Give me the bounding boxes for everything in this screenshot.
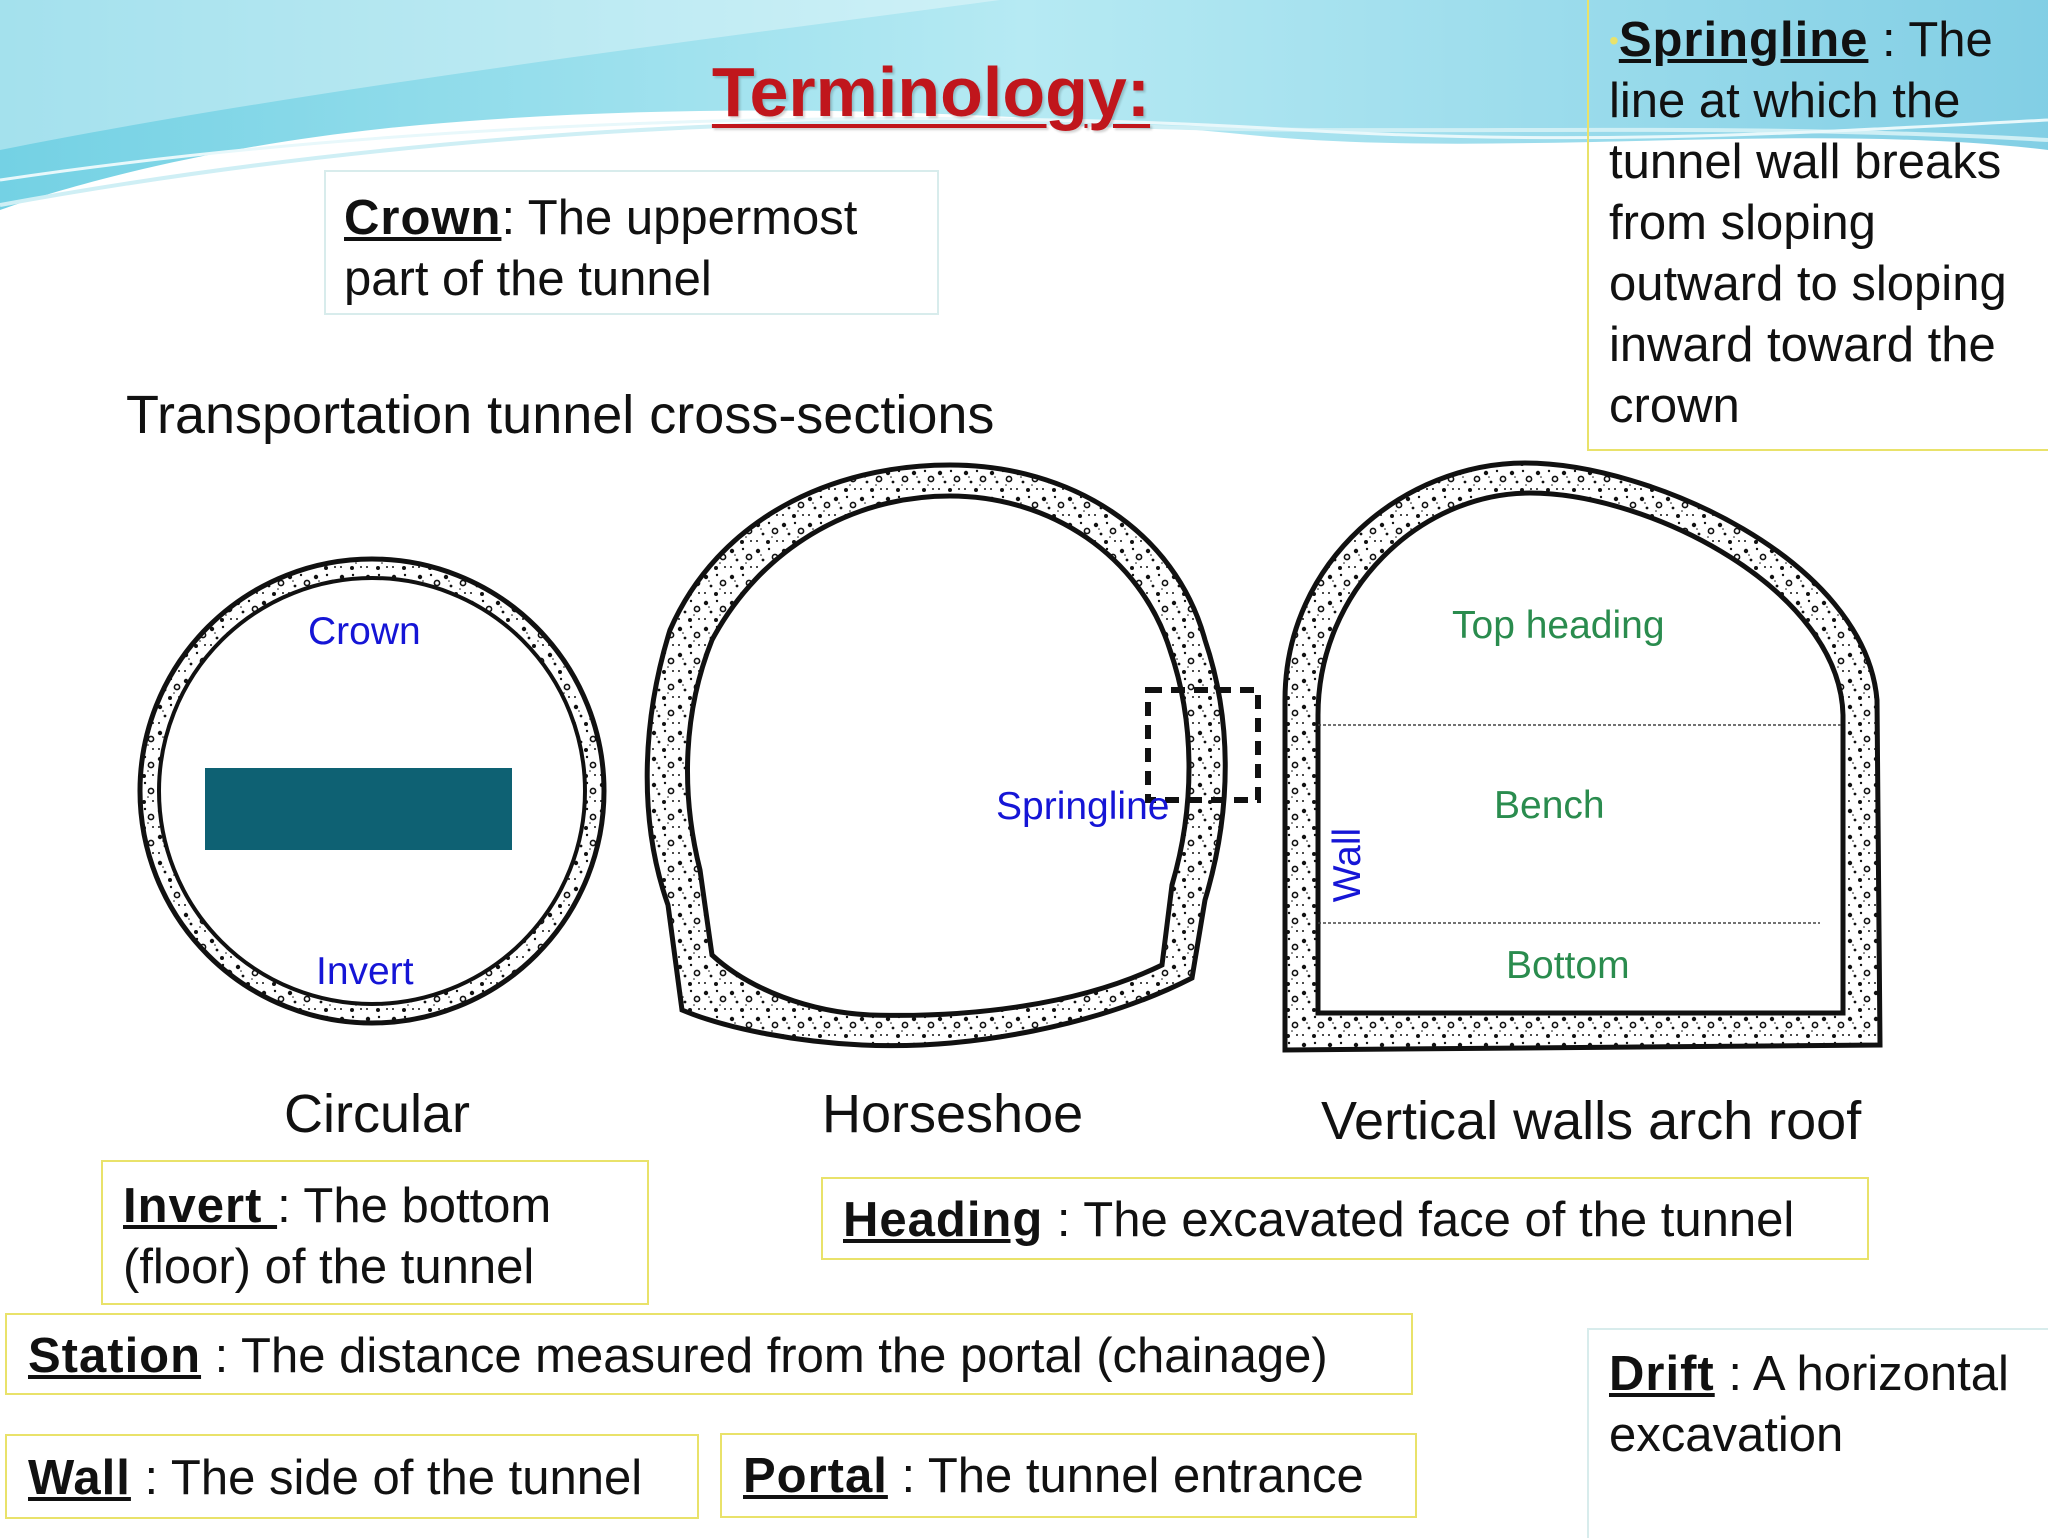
definition-drift: Drift : A horizontal excavation xyxy=(1587,1328,2048,1538)
term-drift: Drift xyxy=(1609,1347,1715,1401)
caption-vertical-walls: Vertical walls arch roof xyxy=(1321,1091,1862,1151)
definition-portal: Portal : The tunnel entrance xyxy=(720,1433,1417,1518)
label-wall: Wall xyxy=(1326,827,1369,903)
definition-springline: •Springline : The line at which the tunn… xyxy=(1587,0,2048,451)
definition-station: Station : The distance measured from the… xyxy=(5,1313,1413,1395)
definition-wall: Wall : The side of the tunnel xyxy=(5,1434,699,1519)
definition-heading-text: The excavated face of the tunnel xyxy=(1083,1193,1795,1247)
definition-portal-text: The tunnel entrance xyxy=(927,1449,1364,1503)
term-springline: Springline xyxy=(1618,13,1869,67)
term-invert: Invert xyxy=(123,1179,278,1233)
label-top-heading: Top heading xyxy=(1452,604,1665,647)
diagram-subtitle: Transportation tunnel cross-sections xyxy=(126,385,995,445)
vertical-walls-tunnel-section xyxy=(1282,460,1883,1053)
definition-wall-text: The side of the tunnel xyxy=(170,1451,643,1505)
definition-crown: Crown: The uppermost part of the tunnel xyxy=(324,170,939,315)
definition-heading: Heading : The excavated face of the tunn… xyxy=(821,1177,1869,1260)
definition-drift-text: A horizontal excavation xyxy=(1609,1347,2009,1462)
circular-tunnel-section xyxy=(137,556,607,1026)
definition-station-text: The distance measured from the portal (c… xyxy=(241,1329,1328,1383)
label-crown: Crown xyxy=(308,610,421,653)
term-station: Station xyxy=(28,1329,202,1383)
page-title: Terminology: xyxy=(711,53,1151,131)
definition-invert-text: The bottom (floor) of the tunnel xyxy=(123,1179,552,1294)
caption-circular: Circular xyxy=(284,1084,471,1144)
label-bottom: Bottom xyxy=(1506,944,1630,987)
label-bench: Bench xyxy=(1494,784,1605,827)
definition-crown-text: The uppermost part of the tunnel xyxy=(344,191,858,306)
teal-block xyxy=(205,768,512,850)
bullet-icon: • xyxy=(1609,25,1619,56)
caption-horseshoe: Horseshoe xyxy=(822,1084,1084,1144)
label-invert: Invert xyxy=(316,950,414,993)
term-portal: Portal xyxy=(743,1449,888,1503)
horseshoe-tunnel-section xyxy=(644,462,1261,1049)
definition-springline-text: The line at which the tunnel wall breaks… xyxy=(1609,13,2007,433)
springline-detail-box xyxy=(1145,687,1261,803)
term-wall: Wall xyxy=(28,1451,131,1505)
term-crown: Crown xyxy=(344,191,502,245)
definition-invert: Invert : The bottom (floor) of the tunne… xyxy=(101,1160,649,1305)
label-springline: Springline xyxy=(996,785,1170,828)
term-heading: Heading xyxy=(843,1193,1044,1247)
